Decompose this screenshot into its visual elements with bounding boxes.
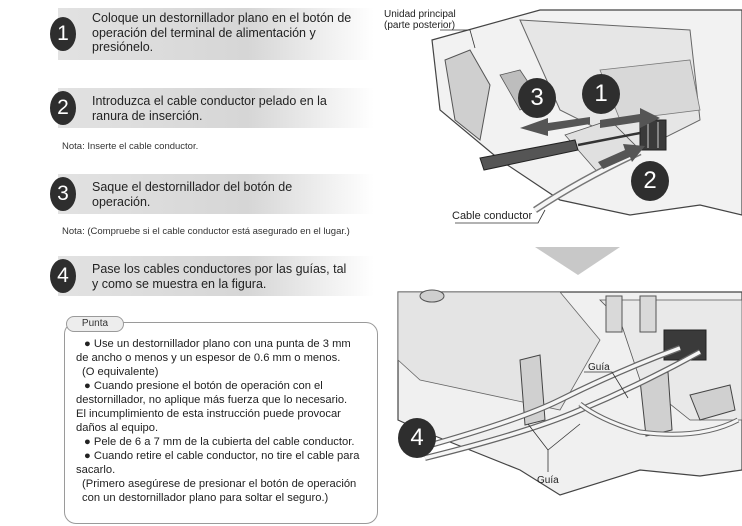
badge-step-1: 1 — [594, 80, 608, 107]
tip-box — [64, 322, 378, 524]
step-text: Pase los cables conductores por las guía… — [92, 262, 347, 291]
step-1: 1 Coloque un destornillador plano en el … — [50, 8, 374, 60]
tip-line: sacarlo. — [76, 464, 116, 476]
tip-line: El incumplimiento de esta instrucción pu… — [76, 408, 341, 420]
tip-title: Punta — [66, 316, 124, 332]
label-cable-conductor: Cable conductor — [452, 210, 533, 222]
arrow-right — [600, 108, 660, 128]
label-main-unit: Unidad principal(parte posterior) — [384, 9, 456, 31]
tip-line: ● Pele de 6 a 7 mm de la cubierta del ca… — [84, 436, 355, 448]
tip-line: ● Cuando presione el botón de operación … — [84, 380, 323, 392]
tip-line: con un destornillador plano para soltar … — [82, 492, 329, 504]
step-2: 2 Introduzca el cable conductor pelado e… — [50, 88, 374, 128]
step-number: 2 — [50, 91, 76, 125]
step-text: Introduzca el cable conductor pelado en … — [92, 94, 327, 123]
badge-step-4: 4 — [410, 424, 424, 451]
down-arrow-icon — [535, 247, 620, 275]
step-text: Coloque un destornillador plano en el bo… — [92, 11, 352, 54]
tip-line: (O equivalente) — [82, 366, 159, 378]
note-check-cable: Nota: (Compruebe si el cable conductor e… — [62, 226, 350, 237]
badge-step-3: 3 — [530, 84, 544, 111]
step-number: 4 — [50, 259, 76, 293]
arrow-left — [520, 117, 590, 136]
tip-line: ● Cuando retire el cable conductor, no t… — [84, 450, 360, 462]
tip-line: de ancho o menos y un espesor de 0.6 mm … — [76, 352, 341, 364]
label-guide-upper: Guía — [588, 362, 610, 373]
tip-line: daños al equipo. — [76, 422, 159, 434]
tip-line: (Primero asegúrese de presionar el botón… — [82, 478, 357, 490]
badge-step-2: 2 — [643, 167, 657, 194]
tip-line: ● Use un destornillador plano con una pu… — [84, 338, 351, 350]
step-4: 4 Pase los cables conductores por las gu… — [50, 256, 374, 296]
label-guide-lower: Guía — [537, 475, 559, 486]
step-number: 1 — [50, 17, 76, 51]
arrow-up-right — [598, 144, 645, 169]
step-number: 3 — [50, 177, 76, 211]
note-insert-cable: Nota: Inserte el cable conductor. — [62, 141, 199, 152]
tip-line: destornillador, no aplique más fuerza qu… — [76, 394, 348, 406]
